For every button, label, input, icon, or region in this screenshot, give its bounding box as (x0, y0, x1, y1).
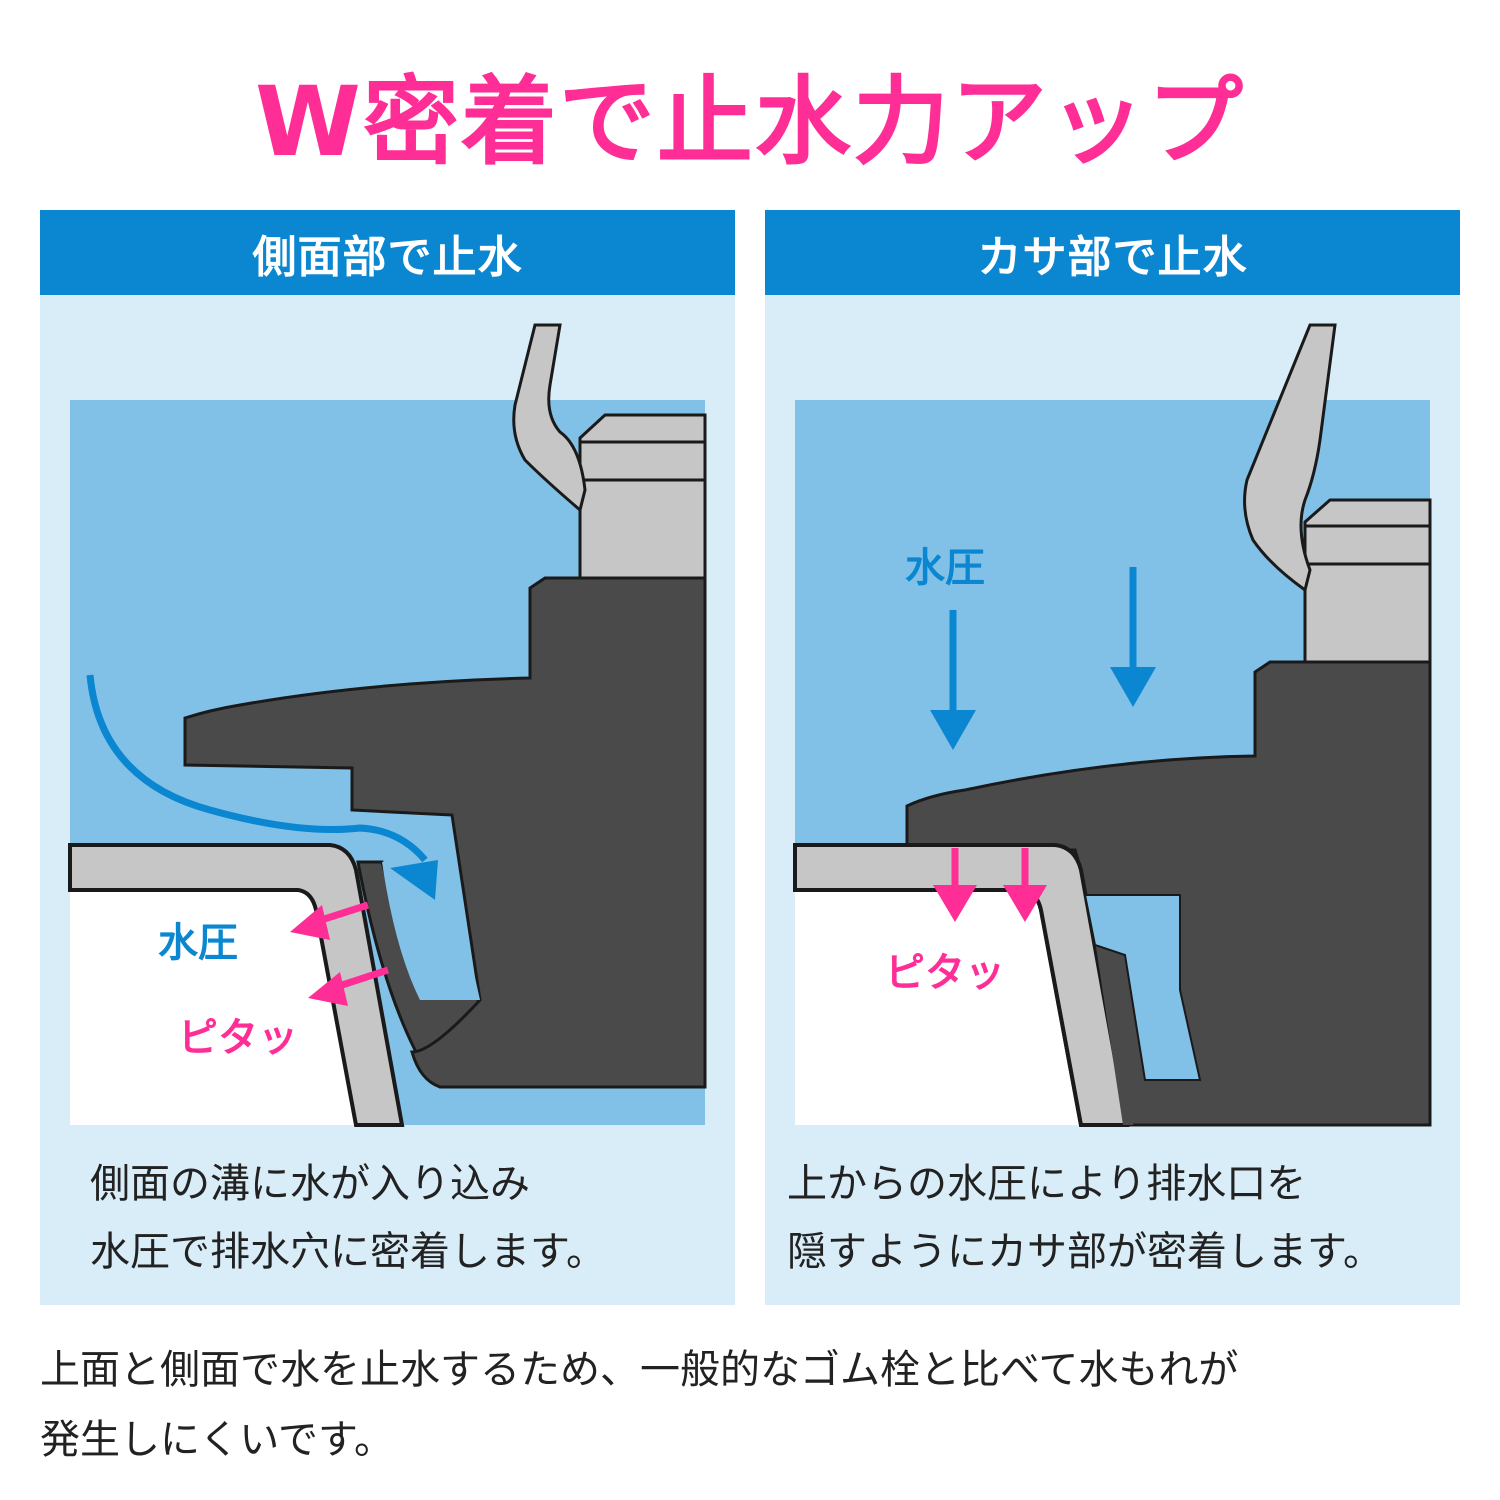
basin-interior (795, 890, 1081, 1125)
seal-arrowhead-2 (308, 972, 348, 1006)
seal-label: ピタッ (885, 950, 1005, 996)
seal-arrowhead-1 (933, 885, 977, 922)
panel-header: 側面部で止水 (40, 210, 735, 295)
plug-body (183, 576, 707, 1089)
side-seal-diagram (68, 323, 707, 1127)
bottom-note-line: 発生しにくいです。 (40, 1417, 394, 1463)
panel-side-seal: 側面部で止水 水圧 (40, 210, 735, 1305)
basin-interior (70, 890, 356, 1125)
panel-caption: 側面の溝に水が入り込み 水圧で排水穴に密着します。 (90, 1150, 606, 1286)
bottom-note-line: 上面と側面で水を止水するため、一般的なゴム栓と比べて水もれが (40, 1347, 1239, 1393)
water-channel (1083, 894, 1202, 1081)
caption-line: 隠すようにカサ部が密着します。 (787, 1229, 1383, 1275)
caption-line: 側面の溝に水が入り込み (90, 1161, 530, 1207)
chain-hook (1243, 323, 1337, 593)
caption-line: 水圧で排水穴に密着します。 (90, 1229, 606, 1275)
seal-label: ピタッ (178, 1015, 298, 1061)
flow-arrow (86, 674, 428, 863)
pressure-label: 水圧 (905, 545, 985, 591)
caption-line: 上からの水圧により排水口を (787, 1161, 1307, 1207)
plug-stem (578, 413, 707, 580)
panel-caption: 上からの水圧により排水口を 隠すようにカサ部が密着します。 (787, 1150, 1383, 1286)
flow-arrowhead (390, 860, 438, 900)
panel-header: カサ部で止水 (765, 210, 1460, 295)
cap-seal-diagram (793, 323, 1432, 1127)
pressure-label: 水圧 (158, 920, 238, 966)
pressure-arrowhead-2 (1110, 667, 1156, 707)
bottom-note: 上面と側面で水を止水するため、一般的なゴム栓と比べて水もれが 発生しにくいです。 (40, 1335, 1470, 1475)
chain-hook (512, 323, 587, 513)
seal-arrowhead-1 (290, 905, 330, 940)
page-title: W密着で止水力アップ (255, 66, 1245, 178)
pressure-arrowhead-1 (930, 710, 976, 750)
plug-stem (1303, 498, 1432, 664)
panel-cap-seal: カサ部で止水 水圧 ピタッ 上からの水圧により排水口を (765, 210, 1460, 1305)
water-groove-inner (390, 865, 480, 1000)
seal-arrowhead-2 (1003, 885, 1047, 922)
